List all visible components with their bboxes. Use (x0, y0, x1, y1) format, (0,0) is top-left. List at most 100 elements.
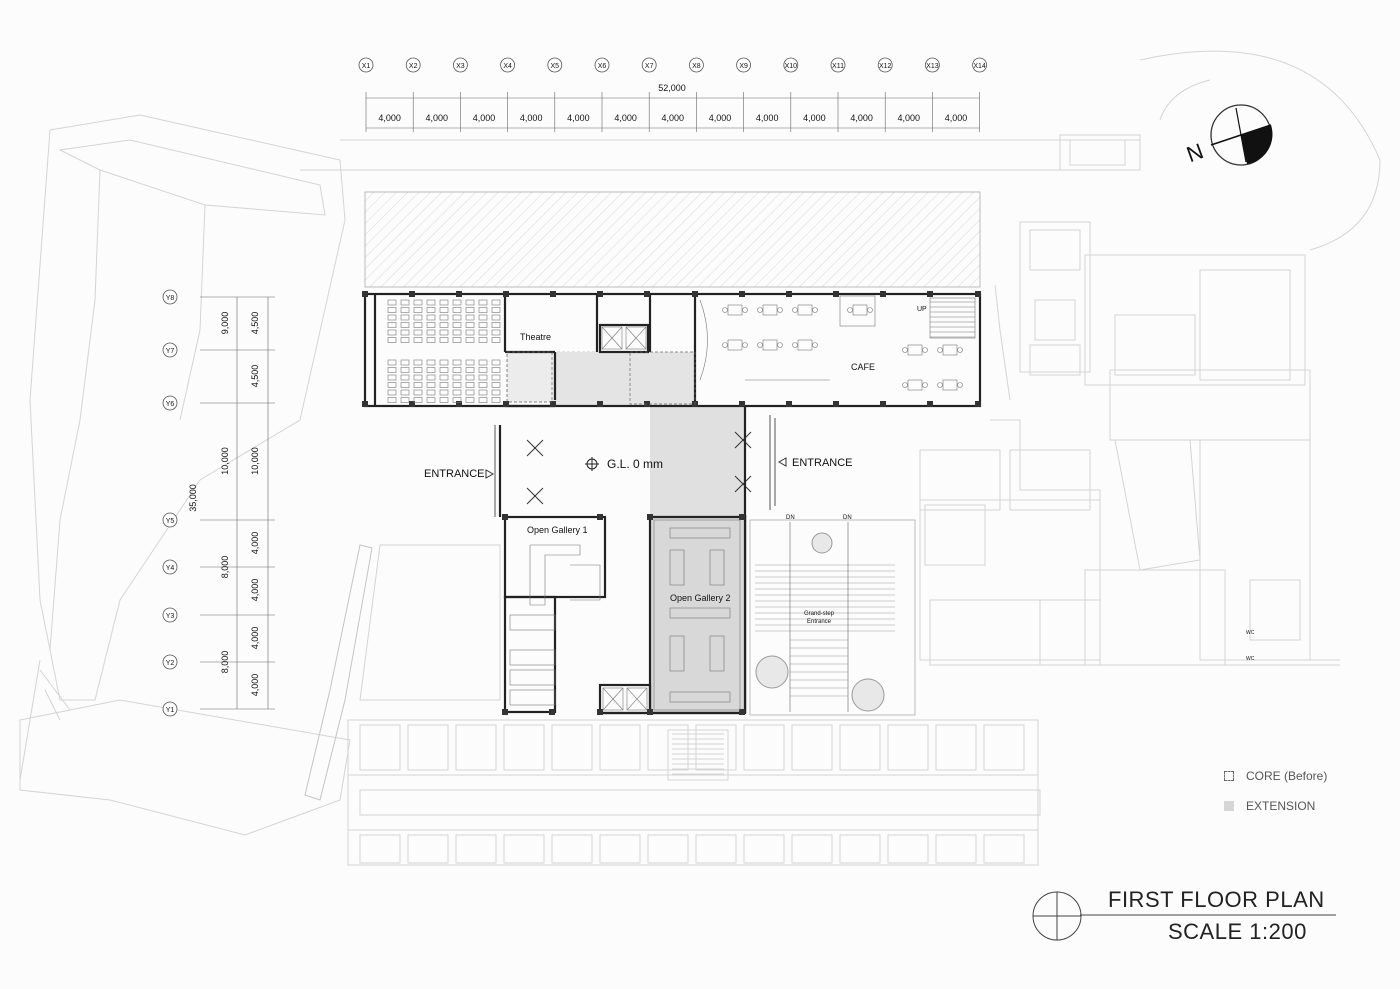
legend-core: CORE (Before) (1224, 769, 1327, 783)
svg-text:Y2: Y2 (166, 660, 175, 667)
y-spacing-dimension: 4,000 (250, 579, 260, 602)
legend-core-label: CORE (Before) (1246, 769, 1328, 783)
x-spacing-dimension: 4,000 (426, 113, 449, 123)
legend-extension-swatch (1224, 801, 1234, 811)
y-spacing-dimension: 4,000 (250, 532, 260, 555)
y-spacing-dimension: 4,000 (250, 627, 260, 650)
north-terrace (364, 191, 981, 288)
grid-bubble-x9: X9 (736, 57, 751, 73)
stair-up-label: UP (917, 306, 927, 313)
grid-bubble-x8: X8 (689, 57, 704, 73)
y-total-dimension: 35,000 (188, 484, 198, 512)
cafe-furniture (699, 295, 963, 391)
grid-bubble-x12: X12 (877, 57, 893, 73)
grand-step-label-2: Entrance (807, 619, 832, 625)
x-spacing-dimension: 4,000 (567, 113, 590, 123)
entrance-west-arrow-icon (485, 469, 495, 479)
grid-bubble-x3: X3 (452, 57, 468, 73)
svg-text:X3: X3 (456, 63, 465, 70)
grid-bubble-x14: X14 (972, 57, 987, 73)
entrance-east-label: ENTRANCE (792, 457, 853, 469)
svg-text:Y8: Y8 (166, 295, 175, 302)
y-spacing-dimension: 4,000 (250, 674, 260, 697)
x-spacing-dimension: 4,000 (898, 113, 921, 123)
entrance-west-label: ENTRANCE (424, 468, 485, 480)
svg-text:X1: X1 (362, 63, 371, 70)
context-south-building (347, 719, 1041, 866)
grid-bubble-y5: Y5 (162, 512, 178, 528)
grid-bubble-y6: Y6 (162, 395, 178, 411)
x-grid-axes: X1 X2 X3 X4 X5 X6 X7 X8 X9 X10 X11 X12 X13 X14 4,000 4,… (358, 57, 987, 132)
grid-bubble-y1: Y1 (162, 701, 178, 717)
x-spacing-dimension: 4,000 (945, 113, 968, 123)
y-spacing-dimension: 4,500 (250, 365, 260, 388)
svg-text:X4: X4 (503, 63, 512, 70)
x-spacing-dimension: 4,000 (709, 113, 732, 123)
y-spacing-dimension: 4,500 (250, 312, 260, 335)
entrance-east-arrow-icon (777, 457, 787, 467)
grid-bubble-y8: Y8 (162, 289, 178, 305)
legend-extension-label: EXTENSION (1246, 799, 1316, 813)
svg-text:Y4: Y4 (166, 565, 175, 572)
y-group-dimension: 8,000 (220, 556, 230, 579)
svg-text:Y1: Y1 (166, 707, 175, 714)
svg-text:X12: X12 (879, 63, 892, 70)
structural-columns (362, 291, 981, 715)
y-group-dimension: 9,000 (220, 312, 230, 335)
grid-bubble-x10: X10 (783, 57, 799, 73)
context-west-building (19, 114, 501, 836)
room-label-cafe: CAFE (851, 362, 875, 372)
north-label: N (1183, 138, 1206, 167)
title-block-symbol (1032, 891, 1336, 941)
y-spacing-dimension: 10,000 (250, 447, 260, 475)
grid-bubble-y2: Y2 (162, 654, 178, 670)
x-total-dimension: 52,000 (658, 83, 686, 93)
room-label-gallery-2: Open Gallery 2 (670, 593, 731, 603)
x-spacing-dimension: 4,000 (520, 113, 543, 123)
wc-label-1: WC (1246, 630, 1255, 636)
svg-text:Y6: Y6 (166, 401, 175, 408)
door-icons (526, 431, 752, 505)
plan-title: FIRST FLOOR PLAN (1108, 887, 1325, 912)
svg-text:Y5: Y5 (166, 518, 175, 525)
grid-bubble-y3: Y3 (162, 607, 178, 623)
x-spacing-dimension: 4,000 (662, 113, 685, 123)
grid-bubble-x11: X11 (830, 57, 846, 73)
grid-bubble-x5: X5 (547, 57, 563, 73)
y-group-dimension: 8,000 (220, 651, 230, 674)
stair-down-label-2: DN (843, 515, 852, 521)
x-spacing-dimension: 4,000 (850, 113, 873, 123)
plan-scale: SCALE 1:200 (1168, 919, 1307, 944)
ground-level-label: G.L. 0 mm (607, 457, 663, 471)
svg-text:X7: X7 (645, 63, 654, 70)
svg-text:Y3: Y3 (166, 613, 175, 620)
wc-label-2: WC (1246, 656, 1255, 662)
grid-bubble-y4: Y4 (162, 559, 178, 575)
extension-areas (506, 351, 747, 713)
north-arrow-icon: N (1183, 104, 1273, 167)
legend-extension: EXTENSION (1224, 799, 1315, 813)
ground-level-marker-icon (585, 457, 599, 471)
svg-text:X8: X8 (692, 63, 701, 70)
x-spacing-dimension: 4,000 (756, 113, 779, 123)
svg-text:X5: X5 (551, 63, 560, 70)
svg-text:X11: X11 (832, 63, 844, 70)
x-spacing-dimension: 4,000 (378, 113, 401, 123)
svg-text:X14: X14 (973, 63, 986, 70)
svg-text:Y7: Y7 (166, 348, 175, 355)
elevator-cores (506, 326, 696, 711)
x-spacing-dimension: 4,000 (473, 113, 496, 123)
x-spacing-dimension: 4,000 (803, 113, 826, 123)
theatre-seating (387, 299, 501, 403)
grid-bubble-x13: X13 (925, 57, 940, 73)
y-group-dimension: 10,000 (220, 447, 230, 475)
grid-bubble-x2: X2 (405, 57, 421, 73)
grid-bubble-x6: X6 (594, 57, 610, 73)
room-label-theatre: Theatre (520, 332, 551, 342)
gallery-2-displays (653, 519, 741, 711)
svg-text:X10: X10 (785, 63, 798, 70)
svg-text:X9: X9 (739, 63, 748, 70)
room-label-gallery-1: Open Gallery 1 (527, 525, 588, 535)
grid-bubble-y7: Y7 (162, 342, 178, 358)
